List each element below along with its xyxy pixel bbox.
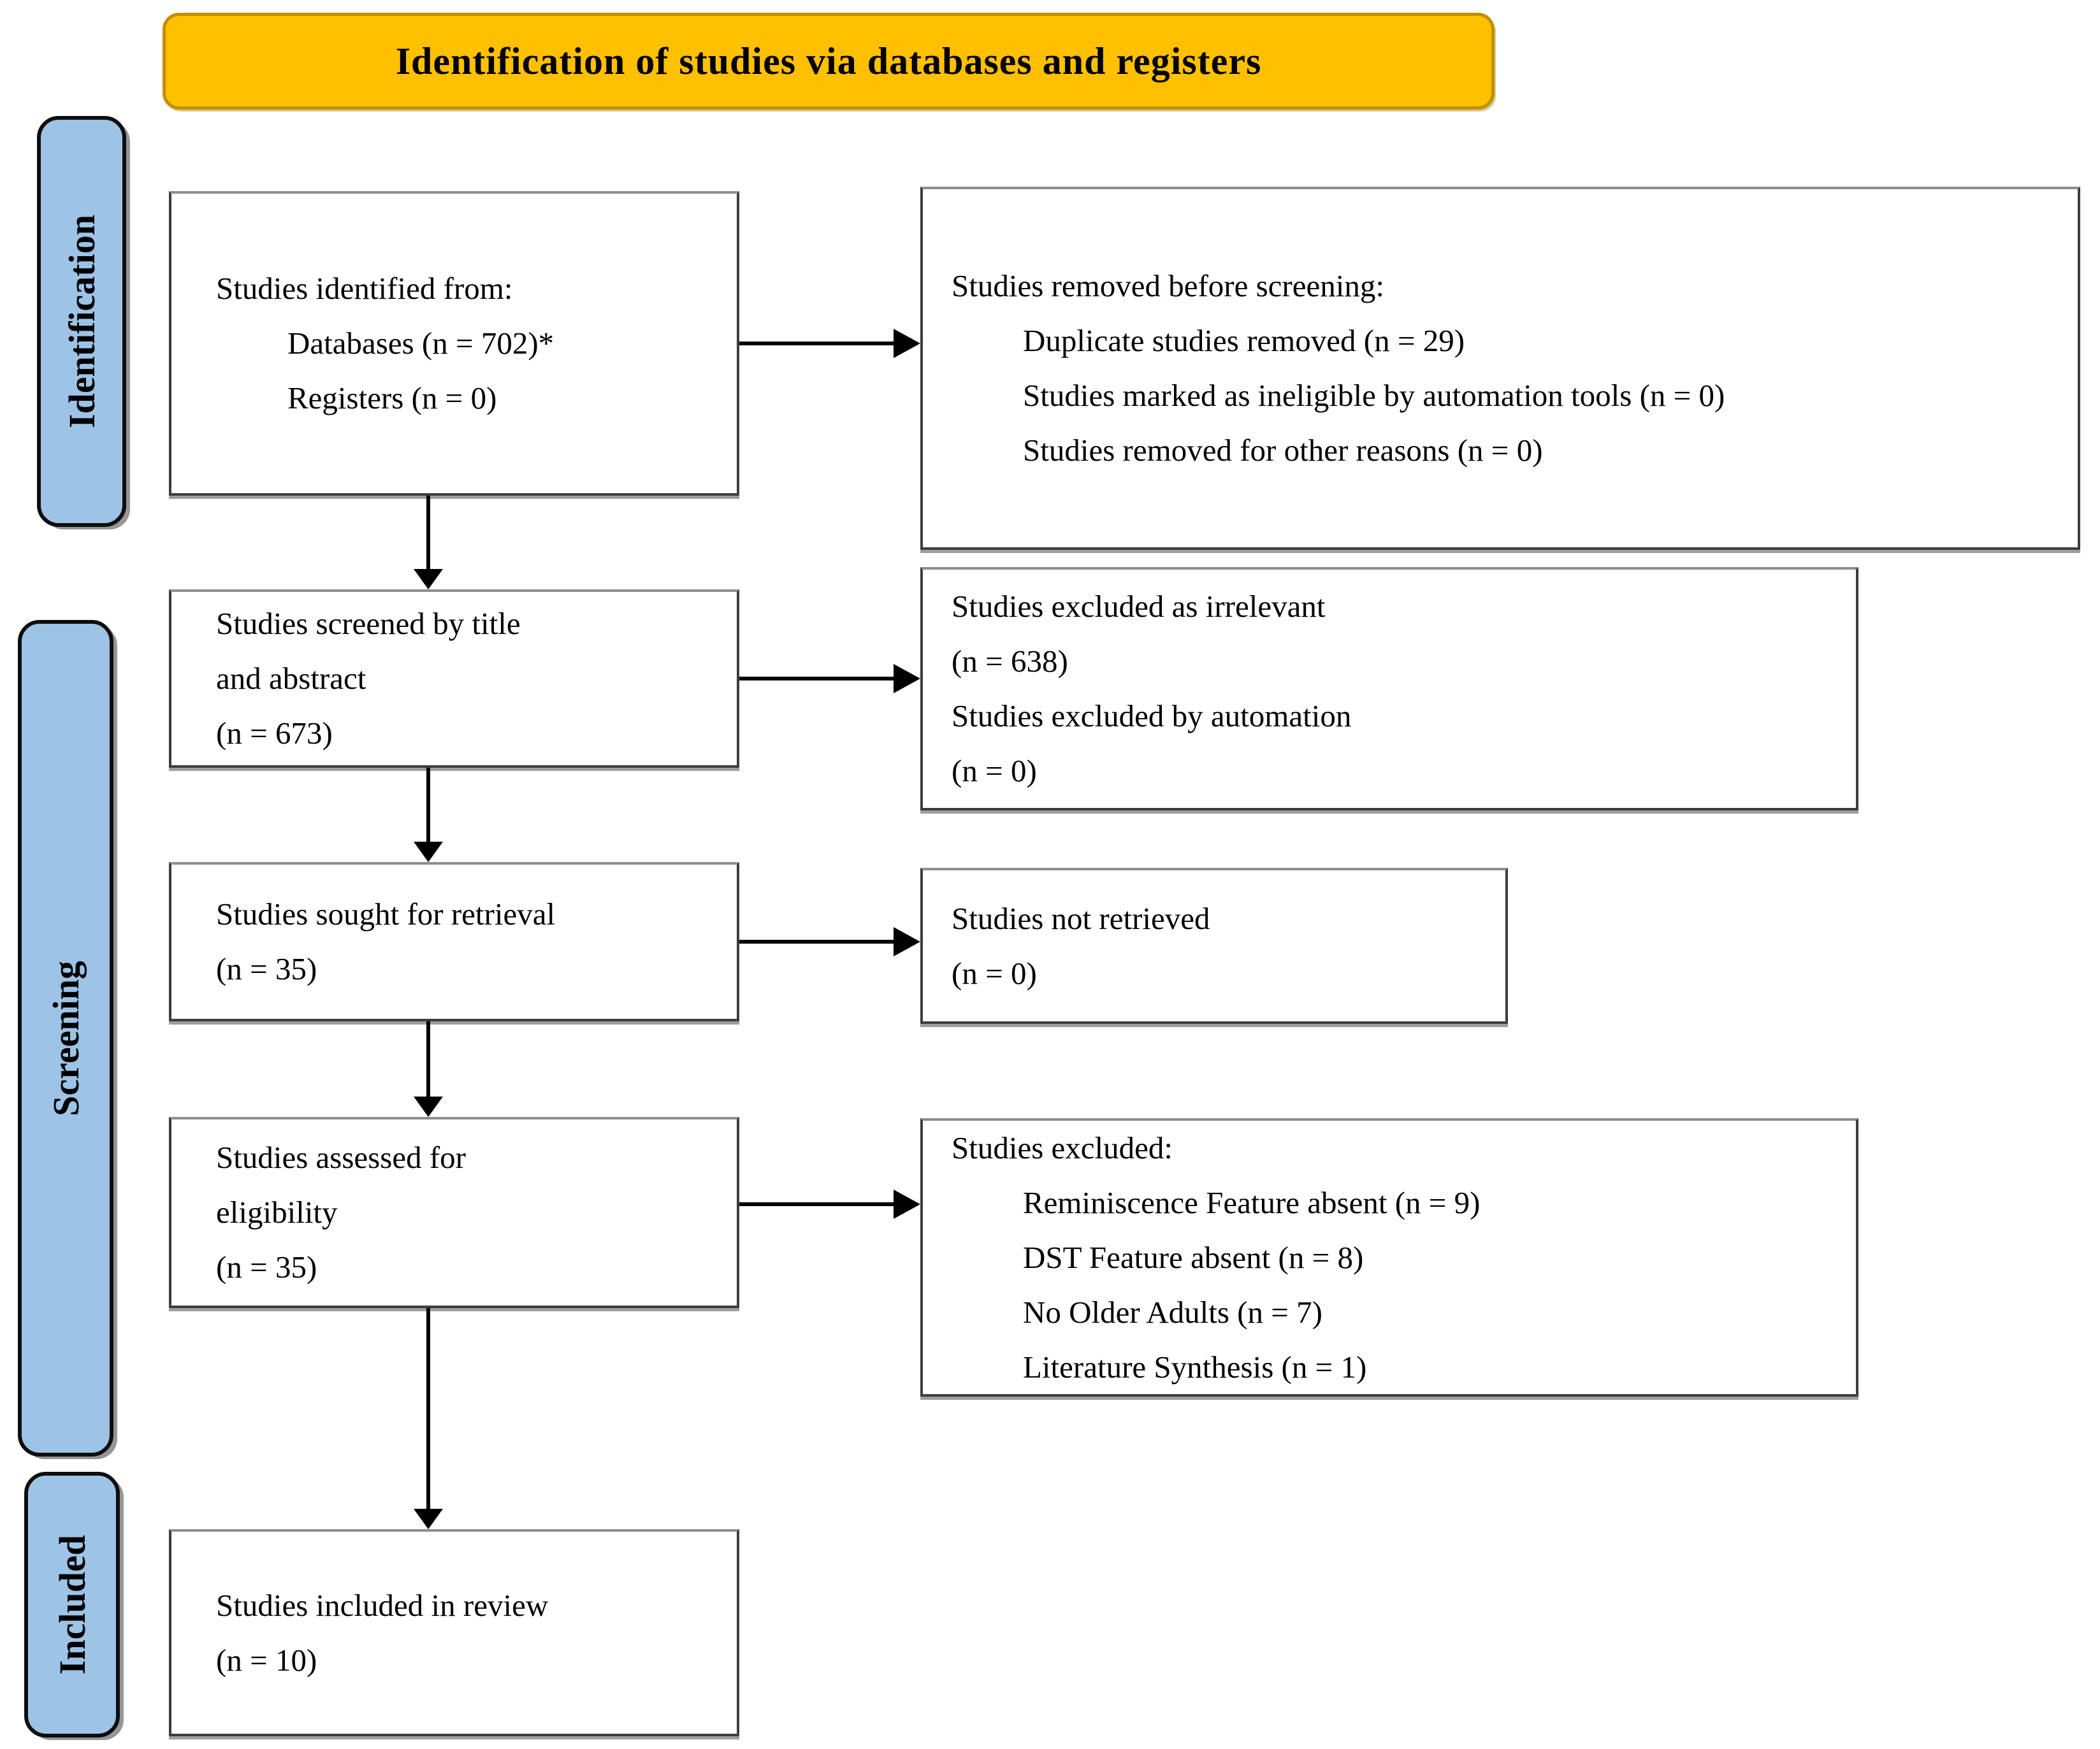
box-studies-sought-for-retrieval: Studies sought for retrieval (n = 35) [169, 862, 739, 1021]
box-line: Studies included in review [216, 1587, 549, 1623]
box-line: Databases (n = 702)* [287, 326, 554, 361]
box-line: Registers (n = 0) [287, 380, 497, 415]
arrow-head-down-icon [414, 569, 443, 589]
box-line: Studies excluded as irrelevant [952, 589, 1326, 624]
box-line: Studies removed for other reasons (n = 0… [1023, 433, 1543, 468]
arrow-line [739, 940, 895, 944]
box-line: No Older Adults (n = 7) [1023, 1294, 1322, 1330]
box-line: Duplicate studies removed (n = 29) [1023, 323, 1465, 358]
stage-label-screening: Screening [18, 620, 113, 1457]
arrow-head-down-icon [414, 1097, 443, 1117]
box-line: (n = 0) [952, 955, 1037, 991]
arrow-head-right-icon [894, 664, 920, 693]
box-line: Studies sought for retrieval [216, 896, 556, 932]
arrow-head-right-icon [894, 927, 920, 956]
box-studies-not-retrieved: Studies not retrieved (n = 0) [920, 868, 1508, 1024]
box-line: (n = 638) [952, 644, 1068, 679]
banner-title: Identification of studies via databases … [395, 40, 1262, 82]
stage-label-included: Included [24, 1472, 120, 1738]
box-line: Literature Synthesis (n = 1) [1023, 1349, 1367, 1385]
box-studies-excluded-screening: Studies excluded as irrelevant (n = 638)… [920, 567, 1858, 810]
box-line: Studies removed before screening: [952, 268, 1384, 303]
arrow-head-down-icon [414, 1509, 443, 1529]
box-line: DST Feature absent (n = 8) [1023, 1239, 1364, 1275]
stage-label-identification: Identification [37, 116, 126, 527]
box-studies-identified: Studies identified from: Databases (n = … [169, 191, 739, 496]
box-line: Studies identified from: [216, 271, 513, 306]
box-studies-excluded-eligibility: Studies excluded: Reminiscence Feature a… [920, 1118, 1858, 1397]
box-line: Studies excluded: [952, 1130, 1173, 1165]
box-line: eligibility [216, 1195, 338, 1230]
box-line: Studies not retrieved [952, 900, 1210, 936]
stage-label-text: Screening [45, 960, 87, 1116]
stage-label-text: Identification [61, 214, 103, 429]
stage-label-text: Included [51, 1534, 93, 1675]
arrow-line [739, 1202, 895, 1206]
box-studies-removed-before-screening: Studies removed before screening: Duplic… [920, 187, 2080, 550]
arrow-line [739, 342, 895, 345]
box-line: Studies excluded by automation [952, 698, 1352, 733]
arrow-line [426, 1308, 430, 1510]
arrow-line [426, 496, 430, 570]
arrow-head-down-icon [414, 842, 443, 862]
arrow-head-right-icon [894, 1190, 920, 1219]
box-line: (n = 673) [216, 716, 333, 751]
box-line: Studies screened by title [216, 606, 521, 641]
box-line: (n = 35) [216, 1249, 317, 1285]
arrow-line [739, 677, 895, 680]
arrow-line [426, 1021, 430, 1098]
arrow-head-right-icon [894, 329, 920, 358]
box-line: Reminiscence Feature absent (n = 9) [1023, 1184, 1481, 1220]
box-line: Studies marked as ineligible by automati… [1023, 378, 1725, 413]
banner: Identification of studies via databases … [163, 13, 1495, 110]
box-line: (n = 10) [216, 1642, 317, 1678]
box-line: (n = 35) [216, 951, 317, 986]
box-studies-screened: Studies screened by title and abstract (… [169, 589, 739, 768]
box-line: and abstract [216, 661, 366, 696]
box-line: Studies assessed for [216, 1140, 466, 1175]
box-studies-assessed: Studies assessed for eligibility (n = 35… [169, 1117, 739, 1308]
arrow-line [426, 768, 430, 843]
box-studies-included: Studies included in review (n = 10) [169, 1529, 739, 1736]
box-line: (n = 0) [952, 753, 1037, 788]
